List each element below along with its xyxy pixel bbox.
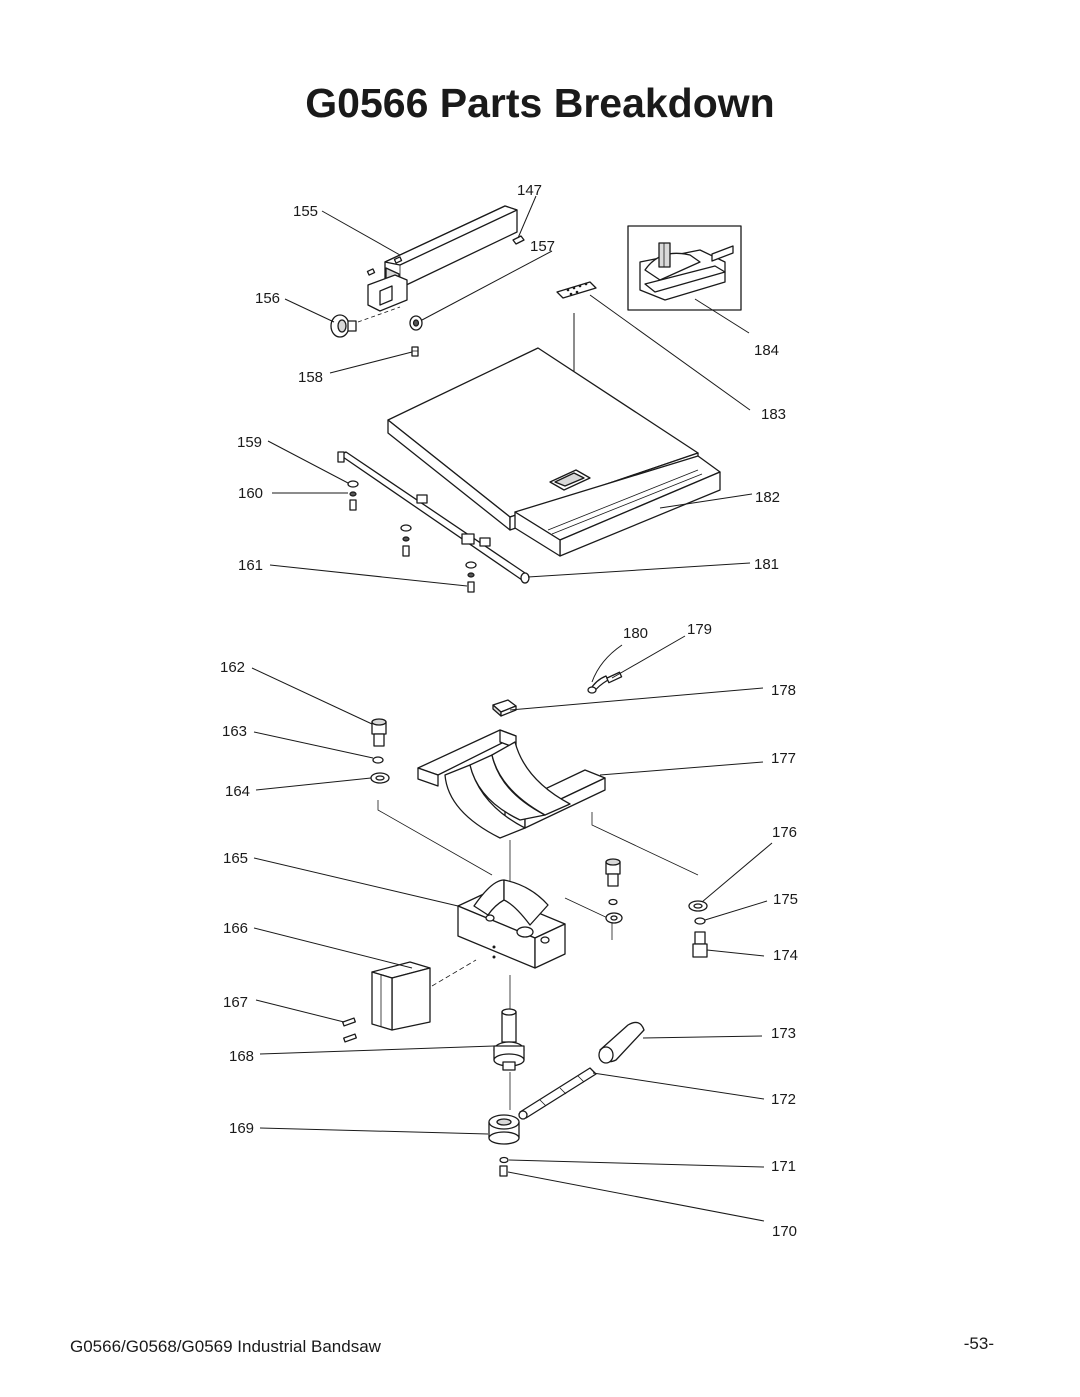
shaft-168 (493, 975, 525, 1110)
callout-184: 184 (754, 342, 779, 359)
callout-161: 161 (238, 557, 263, 574)
trunnion-support-165 (457, 879, 566, 969)
footer-page-number: -53- (963, 1334, 994, 1353)
hardware-159-160 (347, 480, 477, 593)
callout-172: 172 (771, 1091, 796, 1108)
callout-178: 178 (771, 682, 796, 699)
screw-167b (343, 1033, 357, 1043)
callout-177: 177 (771, 750, 796, 767)
footer-manual-title: G0566/G0568/G0569 Industrial Bandsaw (70, 1337, 381, 1356)
handle-173 (598, 1021, 645, 1064)
rod-172 (518, 1067, 597, 1120)
callout-170: 170 (772, 1223, 797, 1240)
bolt-set-center (605, 858, 623, 924)
callout-162: 162 (220, 659, 245, 676)
callout-155: 155 (293, 203, 318, 220)
washer-171 (499, 1156, 509, 1164)
washer-176 (688, 900, 708, 912)
fence-155 (366, 205, 518, 312)
callout-169: 169 (229, 1120, 254, 1137)
trunnion-177 (417, 729, 606, 839)
pointer-180 (587, 675, 609, 694)
washer-163 (372, 756, 384, 764)
dashed-guide (431, 959, 477, 987)
knob-156 (330, 306, 401, 338)
callout-176: 176 (772, 824, 797, 841)
screw-170 (499, 1165, 508, 1177)
leader-lines (251, 195, 773, 1222)
cam-157 (409, 315, 423, 331)
callout-179: 179 (687, 621, 712, 638)
callout-159: 159 (237, 434, 262, 451)
callout-183: 183 (761, 406, 786, 423)
miter-gauge-inset-184 (627, 225, 742, 311)
callout-157: 157 (530, 238, 555, 255)
callout-168: 168 (229, 1048, 254, 1065)
callout-160: 160 (238, 485, 263, 502)
callout-158: 158 (298, 369, 323, 386)
callout-164: 164 (225, 783, 250, 800)
bolt-162 (371, 718, 387, 747)
callout-174: 174 (773, 947, 798, 964)
callout-167: 167 (223, 994, 248, 1011)
callout-147: 147 (517, 182, 542, 199)
callout-175: 175 (773, 891, 798, 908)
washer-164 (370, 772, 390, 784)
screw-167a (342, 1017, 356, 1027)
callout-166: 166 (223, 920, 248, 937)
callout-180: 180 (623, 625, 648, 642)
callout-171: 171 (771, 1158, 796, 1175)
block-178 (492, 699, 517, 717)
callout-165: 165 (223, 850, 248, 867)
bolt-174 (692, 931, 708, 958)
table-extension-182 (514, 455, 721, 557)
callout-156: 156 (255, 290, 280, 307)
fence-rail-161 (337, 451, 530, 584)
screw-158 (411, 346, 419, 357)
callout-163: 163 (222, 723, 247, 740)
scale-166 (371, 961, 431, 1031)
callout-182: 182 (755, 489, 780, 506)
collar-169 (488, 1114, 520, 1145)
callout-181: 181 (754, 556, 779, 573)
washer-175 (694, 917, 706, 925)
callout-173: 173 (771, 1025, 796, 1042)
page-title: G0566 Parts Breakdown (305, 80, 775, 126)
